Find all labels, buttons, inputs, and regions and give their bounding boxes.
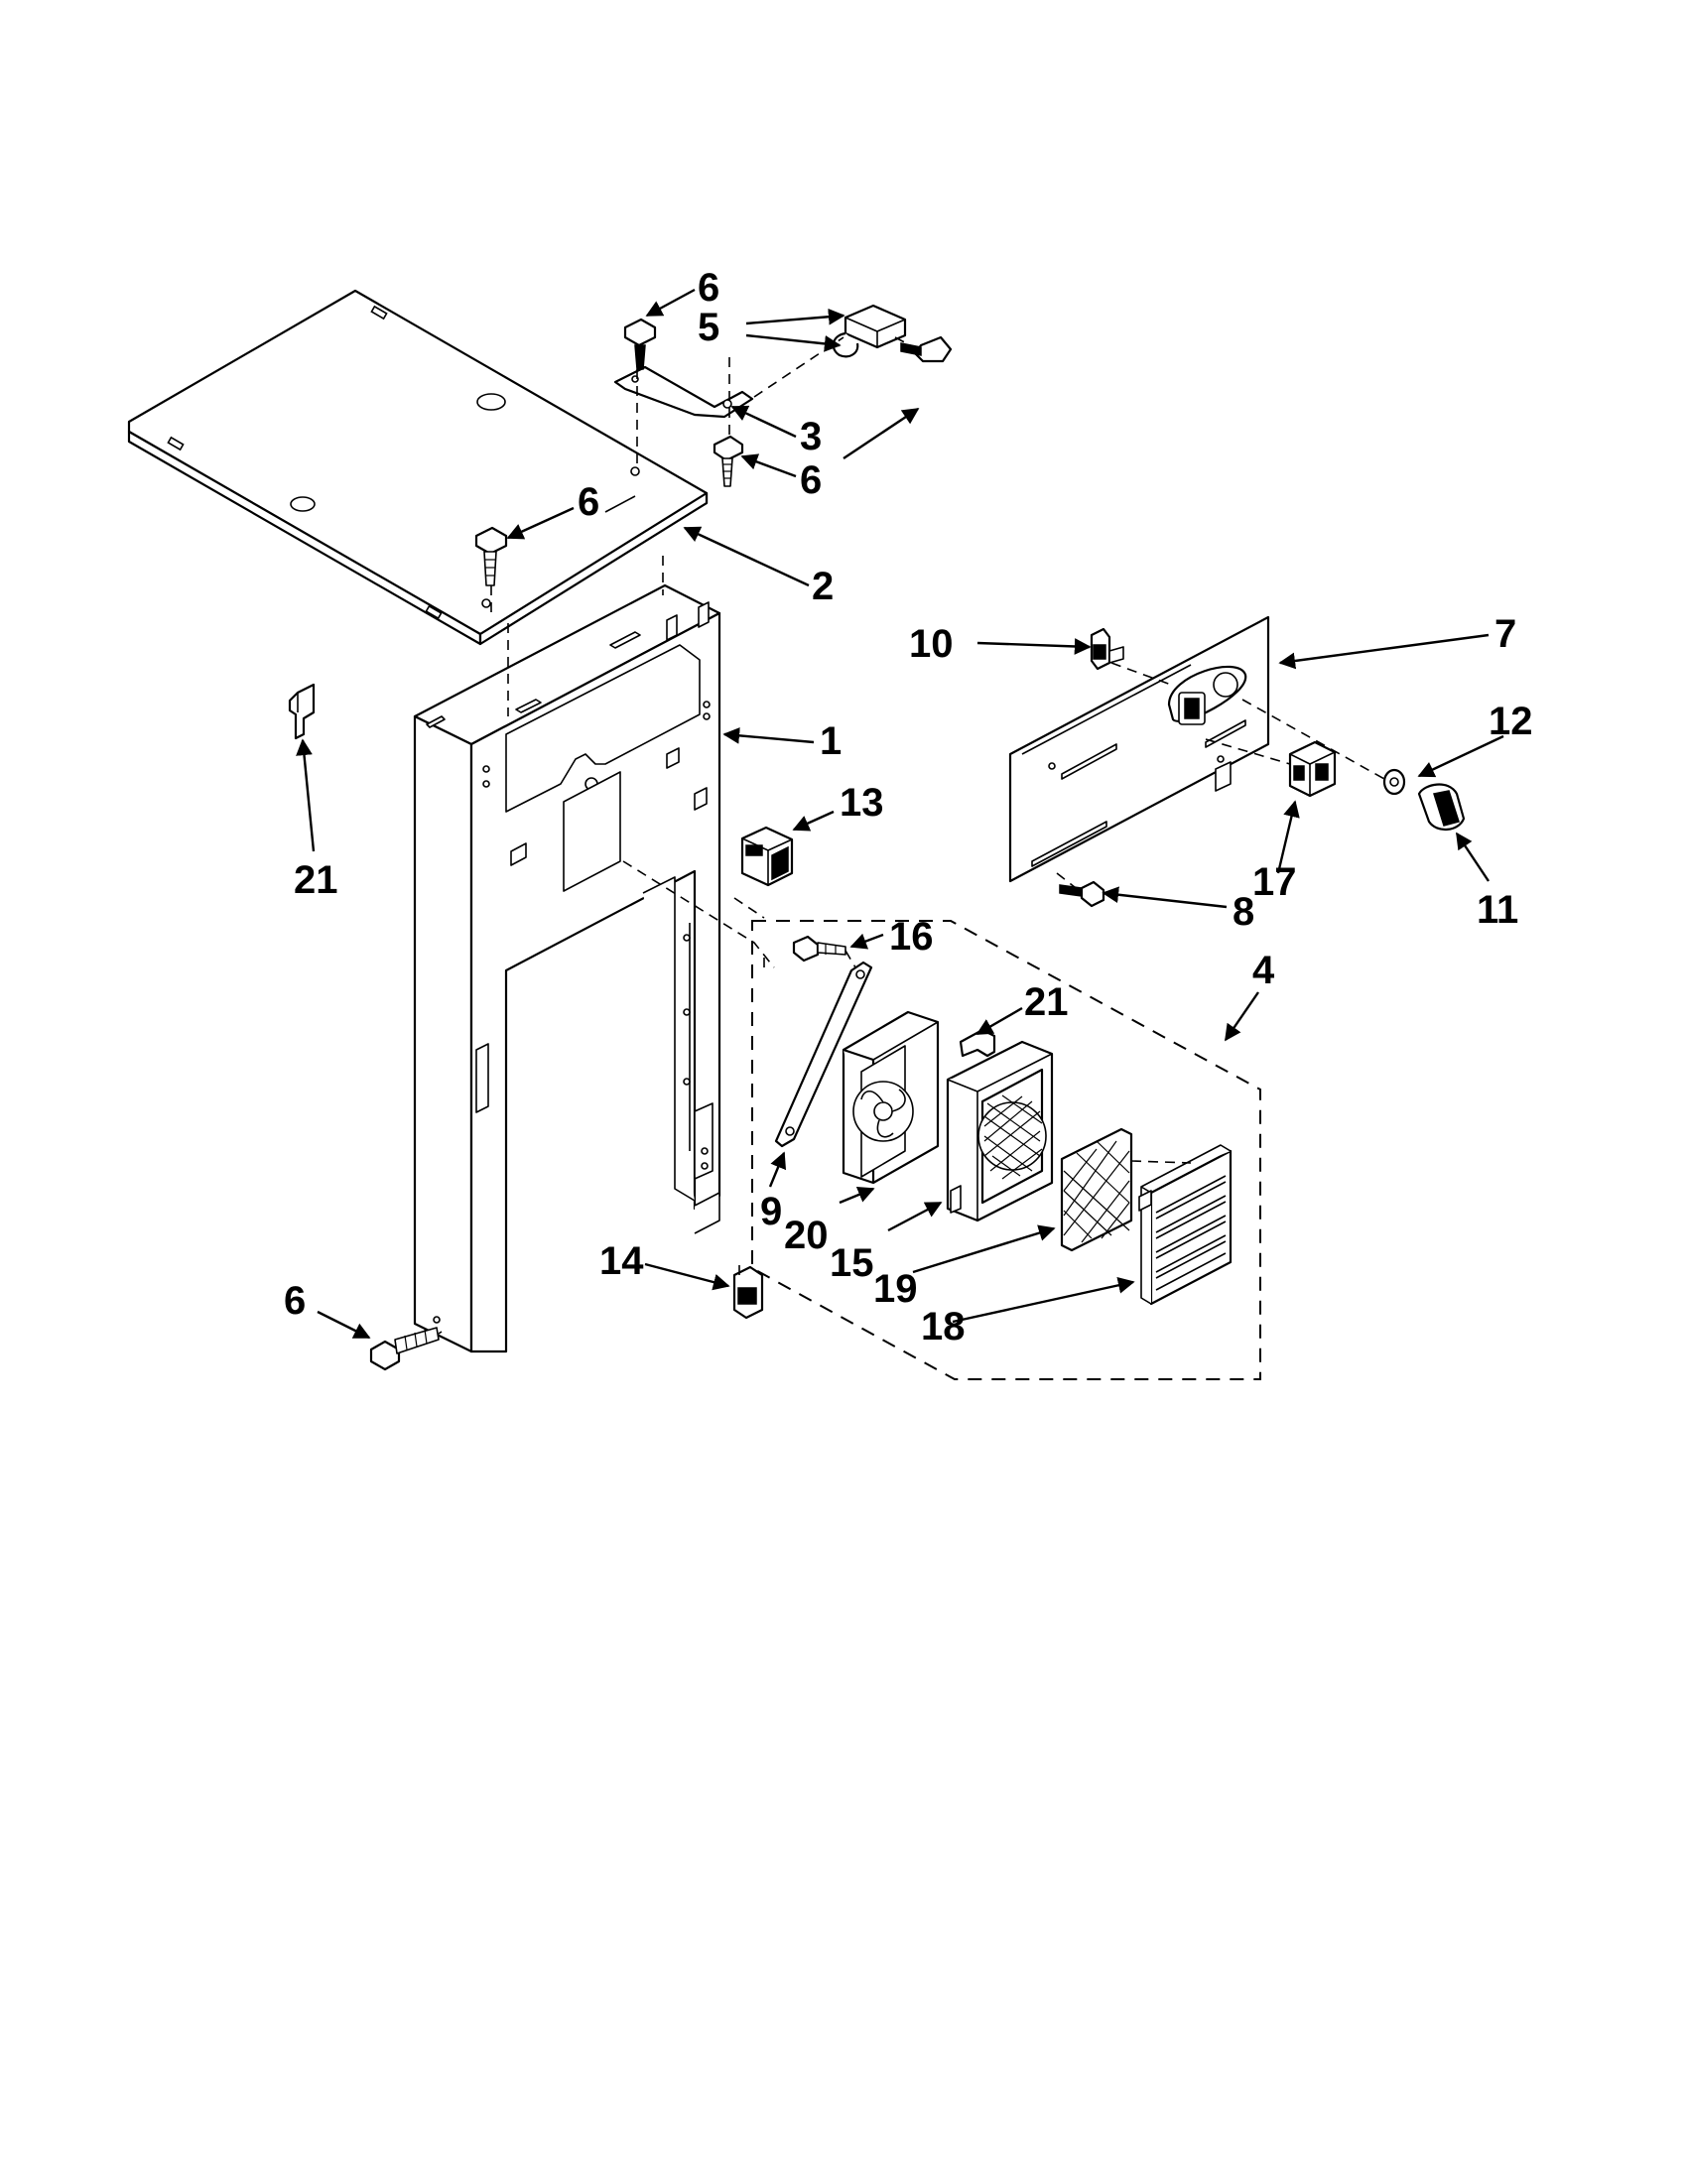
callout-9: 9 xyxy=(760,1190,782,1233)
screw-panel xyxy=(474,526,508,586)
control-panel-part xyxy=(1008,615,1270,883)
callout-2: 2 xyxy=(812,565,834,608)
callout-3: 3 xyxy=(800,415,822,458)
grille-18 xyxy=(1138,1144,1233,1306)
callout-6: 6 xyxy=(578,480,599,524)
leader-lines xyxy=(296,288,1504,1340)
knob-11 xyxy=(1417,783,1466,831)
rocker-switch-13 xyxy=(740,826,794,887)
callout-1: 1 xyxy=(820,719,842,763)
callout-17: 17 xyxy=(1252,860,1297,904)
screw-16 xyxy=(792,935,846,963)
filter-frame-15 xyxy=(946,1040,1054,1222)
screw-8 xyxy=(1059,880,1105,908)
nut-12 xyxy=(1382,768,1406,796)
clip-21-left xyxy=(288,683,316,740)
panel-switch-10 xyxy=(1090,627,1124,671)
callout-19: 19 xyxy=(873,1267,918,1311)
callout-6: 6 xyxy=(284,1279,306,1323)
screw-top-b xyxy=(713,435,744,487)
callout-13: 13 xyxy=(840,781,884,825)
callout-8: 8 xyxy=(1233,890,1254,934)
panel-switch-17 xyxy=(1288,740,1337,798)
callout-5: 5 xyxy=(698,306,719,349)
callout-10: 10 xyxy=(909,622,954,666)
sensor-part xyxy=(832,304,907,358)
callout-21: 21 xyxy=(1024,980,1069,1024)
callout-20: 20 xyxy=(784,1214,829,1257)
filter-pad-19 xyxy=(1060,1127,1133,1252)
screw-top-a xyxy=(623,318,657,370)
bracket-part xyxy=(613,365,754,419)
cabinet-frame-part xyxy=(413,583,721,1353)
support-bar-9 xyxy=(774,961,873,1148)
callout-6: 6 xyxy=(800,458,822,502)
callout-4: 4 xyxy=(1252,949,1275,992)
callout-21: 21 xyxy=(294,858,338,902)
callout-16: 16 xyxy=(889,915,934,959)
callout-15: 15 xyxy=(830,1241,874,1285)
screw-top-c xyxy=(900,335,953,363)
callout-12: 12 xyxy=(1489,700,1533,743)
screw-bottom-6 xyxy=(369,1327,440,1371)
assembly-4-boundary xyxy=(751,920,1261,1380)
callout-14: 14 xyxy=(599,1239,644,1283)
door-switch-14 xyxy=(732,1265,764,1320)
fan-20 xyxy=(842,1010,940,1185)
callout-labels: 6 5 3 6 6 2 10 7 12 1 13 21 17 11 8 16 4… xyxy=(284,266,1533,1349)
callout-11: 11 xyxy=(1477,888,1518,932)
callout-18: 18 xyxy=(921,1305,966,1349)
callout-7: 7 xyxy=(1494,612,1516,656)
top-panel-part xyxy=(127,289,709,646)
callout-6: 6 xyxy=(698,266,719,310)
